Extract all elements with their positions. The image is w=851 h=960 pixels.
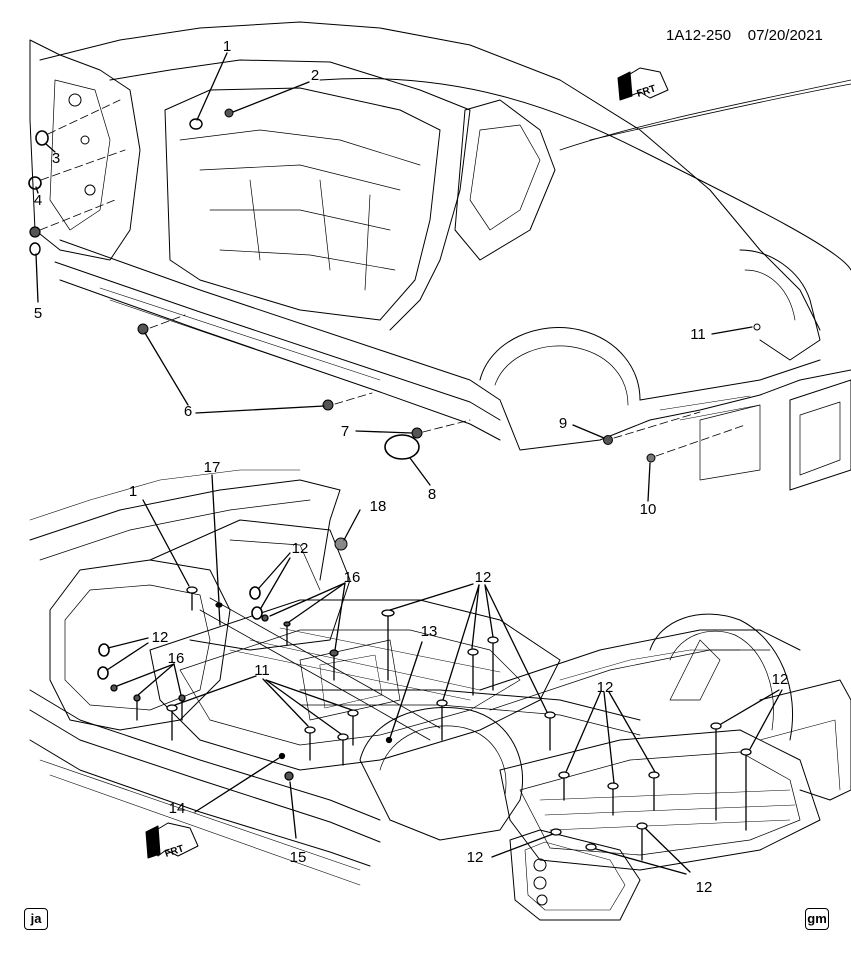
diagram-header: 1A12-250 07/20/2021 [666,27,823,44]
plug-6b [322,399,334,411]
lower-underbody-illustration [29,469,851,921]
callout-17: 17 [204,459,221,476]
plug-5 [29,242,41,256]
plug-3 [35,130,49,146]
plug-7 [411,427,423,439]
callout-12-d: 12 [597,679,614,696]
plug-9 [603,435,613,445]
callout-18: 18 [370,498,387,515]
frt-label-top: FRT [636,83,658,99]
callout-12-g: 12 [696,879,713,896]
plug-10 [646,453,656,463]
frt-arrow-top [617,67,669,101]
leader-lines [35,52,783,875]
plug-6a [137,323,149,335]
gm-logo: gm [805,908,829,930]
callout-1-bottom: 1 [129,483,137,500]
callout-16-b: 16 [168,650,185,667]
callout-13: 13 [421,623,438,640]
plug-8 [384,434,420,460]
upper-body-side-illustration [29,21,851,491]
callout-9: 9 [559,415,567,432]
callout-5: 5 [34,305,42,322]
diagram-date: 07/20/2021 [747,27,823,44]
callout-4: 4 [34,192,42,209]
callout-3: 3 [52,150,60,167]
callout-2: 2 [311,67,319,84]
callout-12-b: 12 [475,569,492,586]
callout-6: 6 [184,403,192,420]
plug-4-ring [28,176,42,190]
callout-15: 15 [290,849,307,866]
callout-11-top: 11 [690,326,706,343]
callout-14: 14 [169,800,186,817]
callout-16-a: 16 [344,569,361,586]
callout-10: 10 [640,501,657,518]
frt-arrow-bottom [145,822,199,859]
callout-12-c: 12 [152,629,169,646]
callout-12-e: 12 [772,671,789,688]
lower-plug-parts [97,537,752,861]
plug-2 [224,108,234,118]
diagram-id: 1A12-250 [666,27,732,44]
frt-label-bottom: FRT [164,843,186,859]
callout-1-top: 1 [223,38,231,55]
callout-numbers: 1 2 3 4 5 6 7 8 9 10 11 1 17 18 12 16 12… [34,38,789,896]
callout-12-a: 12 [292,540,309,557]
upper-plug-parts [28,99,761,463]
plug-1 [189,118,203,130]
frt-labels: FRT FRT [164,83,658,859]
plug-4 [29,226,41,238]
ja-badge: ja [24,908,48,930]
plug-11 [753,323,761,331]
callout-7: 7 [341,423,349,440]
callout-12-f: 12 [467,849,484,866]
callout-8: 8 [428,486,436,503]
callout-11-bottom: 11 [254,662,270,679]
